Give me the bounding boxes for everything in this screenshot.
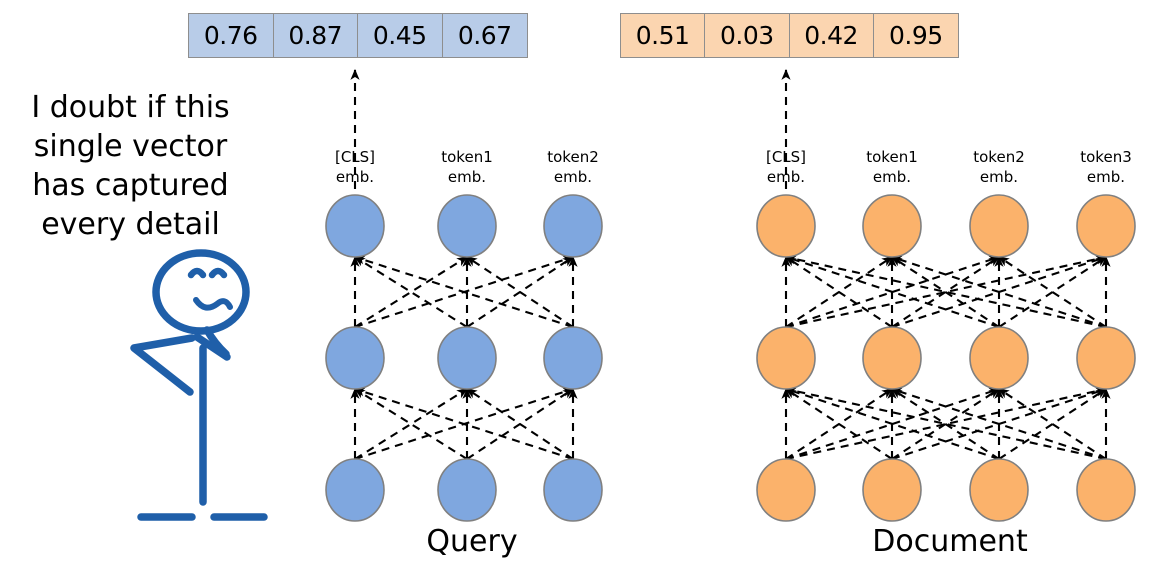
query-vector-cell: 0.76 [189, 14, 274, 57]
query-node-group [325, 194, 603, 522]
document-node-r1-c2 [969, 326, 1029, 390]
document-node-r2-c0 [756, 458, 816, 522]
query-attention-edge [353, 387, 574, 460]
document-attention-edge [785, 254, 1108, 329]
query-token-label-token1: token1 emb. [441, 148, 493, 186]
document-node-r2-c3 [1076, 458, 1136, 522]
query-vector-cell: 0.87 [274, 14, 358, 57]
query-node-r1-c2 [543, 326, 603, 390]
document-node-r1-c1 [862, 326, 922, 390]
output-arrows [350, 68, 791, 189]
document-attention-edges [781, 254, 1111, 461]
query-node-r0-c2 [543, 194, 603, 258]
figure-mouth [193, 297, 233, 311]
document-attention-edge [998, 256, 1107, 328]
document-node-r2-c1 [862, 458, 922, 522]
document-vector-cell: 0.51 [621, 14, 706, 57]
query-node-r0-c1 [437, 194, 497, 258]
document-attention-edge [784, 386, 1107, 461]
document-attention-edge [998, 388, 1107, 460]
query-node-r1-c1 [437, 326, 497, 390]
document-token-label-token1: token1 emb. [866, 148, 918, 186]
document-attention-edge [784, 254, 1107, 329]
document-node-r0-c0 [756, 194, 816, 258]
query-node-r1-c0 [325, 326, 385, 390]
thinking-stick-figure [130, 249, 268, 521]
query-node-r2-c0 [325, 458, 385, 522]
document-token-label-token2: token2 emb. [973, 148, 1025, 186]
query-node-r2-c2 [543, 458, 603, 522]
document-attention-edge [890, 387, 1107, 460]
query-token-label-token2: token2 emb. [547, 148, 599, 186]
document-attention-edge [891, 256, 1000, 328]
query-node-r0-c0 [325, 194, 385, 258]
figure-eye-left [187, 267, 207, 279]
document-attention-edge [785, 386, 1108, 461]
query-attention-edge [466, 256, 574, 328]
document-vector-box: 0.51 0.03 0.42 0.95 [620, 13, 959, 58]
document-node-r0-c3 [1076, 194, 1136, 258]
figure-arm-bent [130, 334, 196, 396]
document-attention-edge [891, 388, 1000, 460]
document-node-r0-c1 [862, 194, 922, 258]
document-attention-edge [785, 256, 893, 328]
document-token-label-token3: token3 emb. [1080, 148, 1132, 186]
query-vector-cell: 0.67 [457, 21, 512, 50]
document-attention-edge [785, 388, 893, 460]
document-group-caption: Document [872, 524, 1028, 559]
figure-arm-thinking [193, 333, 231, 361]
document-node-r1-c0 [756, 326, 816, 390]
document-attention-edge [890, 255, 1107, 328]
query-attention-edge [353, 255, 574, 328]
speech-text: I doubt if this single vector has captur… [31, 90, 230, 242]
document-attention-edge [784, 255, 1000, 328]
figure-head [152, 249, 250, 335]
query-vector-cell: 0.45 [358, 14, 443, 57]
document-node-r0-c2 [969, 194, 1029, 258]
document-vector-cell: 0.95 [889, 21, 943, 50]
document-node-group [756, 194, 1136, 522]
document-vector-cell: 0.42 [790, 14, 874, 57]
query-attention-edge [466, 388, 574, 460]
query-group-caption: Query [426, 524, 518, 559]
document-node-r1-c3 [1076, 326, 1136, 390]
document-node-r2-c2 [969, 458, 1029, 522]
query-node-r2-c1 [437, 458, 497, 522]
query-attention-edges [350, 255, 578, 460]
figure-eye-right [208, 267, 228, 279]
query-vector-box: 0.76 0.87 0.45 0.67 [188, 13, 528, 58]
document-vector-cell: 0.03 [705, 14, 790, 57]
document-attention-edge [784, 387, 1000, 460]
